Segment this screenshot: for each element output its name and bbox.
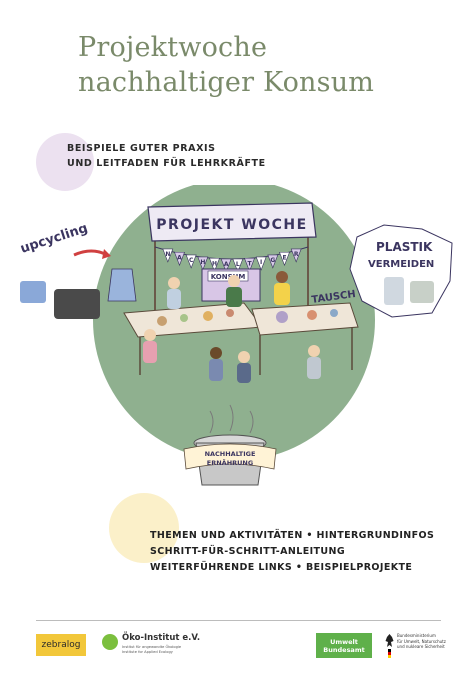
bmu-logo: Bundesministerium für Umwelt, Naturschut… <box>385 633 460 659</box>
garland-letter: C <box>189 257 194 264</box>
oeko-tagline: Institut für angewandte Ökologie Institu… <box>122 645 181 655</box>
oeko-tagline-2: Institute for Applied Ecology <box>122 650 173 654</box>
garland-string <box>154 246 309 260</box>
garland-pennant <box>220 258 232 273</box>
garland-pennant <box>209 257 220 273</box>
bmu-name: Bundesministerium für Umwelt, Naturschut… <box>397 633 446 650</box>
garland-pennant <box>185 254 197 269</box>
garland-pennant <box>267 254 279 269</box>
decorative-circle-lilac <box>36 133 94 191</box>
upcycling-label: upcycling <box>19 221 90 257</box>
oeko-leaf-icon <box>102 634 118 650</box>
stand-sign-text: KONSUM <box>211 273 246 281</box>
garland-pennant <box>244 257 255 273</box>
oeko-name: Öko-Institut e.V. <box>122 633 201 643</box>
steam <box>209 404 254 434</box>
title-line-1: Projektwoche <box>78 32 268 63</box>
clothes-icon <box>20 281 46 303</box>
features-line-2: SCHRITT-FÜR-SCHRITT-ANLEITUNG <box>150 546 346 557</box>
garland-letter: A <box>224 261 229 268</box>
garland-pennant <box>197 256 209 271</box>
upcycling-arrow <box>73 249 108 257</box>
garland-letter: L <box>236 261 240 268</box>
title-line-2: nachhaltiger Konsum <box>78 67 375 98</box>
plastik-label-2: VERMEIDEN <box>368 259 434 270</box>
garland-letter: G <box>270 257 275 264</box>
subtitle-line-1: BEISPIELE GUTER PRAXIS <box>67 143 216 154</box>
garland-letter: H <box>200 259 205 266</box>
bmu-line-1: Bundesministerium <box>397 633 436 638</box>
features-line-1: THEMEN UND AKTIVITÄTEN • HINTERGRUNDINFO… <box>150 530 435 541</box>
garland-letter: H <box>212 260 217 267</box>
banner-text: PROJEKT WOCHE <box>156 217 307 233</box>
garland-letter: E <box>282 254 286 261</box>
federal-eagle-icon <box>385 634 394 647</box>
table-items <box>157 309 338 326</box>
garland-letter: T <box>247 260 252 267</box>
features-line-3: WEITERFÜHRENDE LINKS • BEISPIELPROJEKTE <box>150 562 413 573</box>
pot-label-1: NACHHALTIGE <box>205 450 256 458</box>
garland-pennant <box>290 248 302 263</box>
plastik-label-1: PLASTIK <box>376 240 433 254</box>
garland-pennant <box>279 251 290 267</box>
garland-pennant <box>162 248 174 263</box>
pot-label-banner <box>183 443 277 470</box>
garland-letter: R <box>294 251 299 258</box>
garland-pennant <box>255 256 267 271</box>
umweltbundesamt-logo: Umwelt Bundesamt <box>316 633 372 658</box>
footer-divider <box>36 620 441 621</box>
uba-line-1: Umwelt <box>330 637 358 646</box>
oeko-institut-logo: Öko-Institut e.V. Institut für angewandt… <box>102 633 202 657</box>
oeko-tagline-1: Institut für angewandte Ökologie <box>122 645 182 649</box>
uba-line-2: Bundesamt <box>323 645 365 654</box>
bmu-line-2: für Umwelt, Naturschutz <box>397 638 446 644</box>
page-title: Projektwoche nachhaltiger Konsum <box>78 30 374 100</box>
subtitle-line-2: UND LEITFADEN FÜR LEHRKRÄFTE <box>67 158 266 169</box>
garland-letter: A <box>177 254 182 261</box>
bmu-line-3: und nukleare Sicherheit <box>397 644 445 649</box>
garland-letter: N <box>165 251 170 258</box>
container-icon <box>410 281 434 303</box>
garland-pennant <box>232 258 244 273</box>
bottle-icon <box>384 277 404 305</box>
german-flag-icon <box>388 649 391 658</box>
zebralog-logo: zebralog <box>36 634 86 656</box>
decorative-circle-yellow <box>109 493 179 563</box>
subtitle: BEISPIELE GUTER PRAXIS UND LEITFADEN FÜR… <box>67 141 266 171</box>
garland-letter: I <box>260 259 262 266</box>
garland-pennant <box>174 251 185 267</box>
bag-icon <box>107 268 137 302</box>
pot-label-2: ERNÄHRUNG <box>207 458 253 467</box>
people <box>143 271 321 383</box>
banner <box>147 202 317 242</box>
sewing-machine-icon <box>54 289 100 319</box>
features-list: THEMEN UND AKTIVITÄTEN • HINTERGRUNDINFO… <box>150 528 434 576</box>
zebralog-text: zebralog <box>41 640 81 650</box>
